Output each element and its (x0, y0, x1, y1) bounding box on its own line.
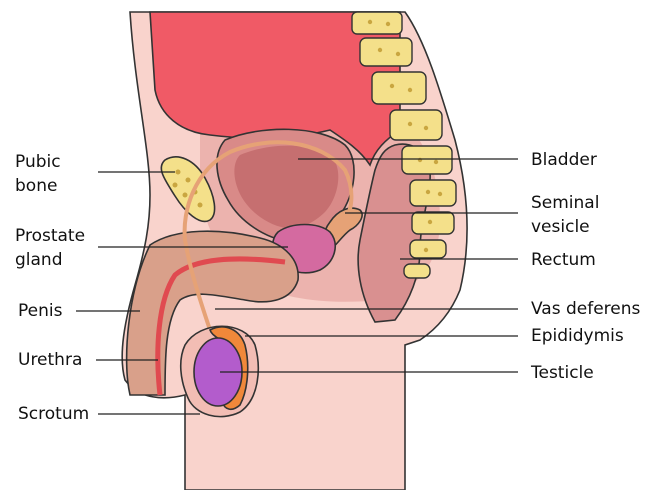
label-pubic-bone: Pubic bone (15, 150, 61, 198)
label-prostate-gland: Prostate gland (15, 224, 85, 272)
label-penis: Penis (18, 299, 62, 323)
label-vas-deferens: Vas deferens (531, 297, 640, 321)
label-testicle: Testicle (531, 361, 594, 385)
label-scrotum: Scrotum (18, 402, 89, 426)
label-epididymis: Epididymis (531, 324, 624, 348)
label-rectum: Rectum (531, 248, 596, 272)
label-bladder: Bladder (531, 148, 597, 172)
label-seminal-vesicle: Seminal vesicle (531, 191, 599, 239)
label-urethra: Urethra (18, 348, 82, 372)
